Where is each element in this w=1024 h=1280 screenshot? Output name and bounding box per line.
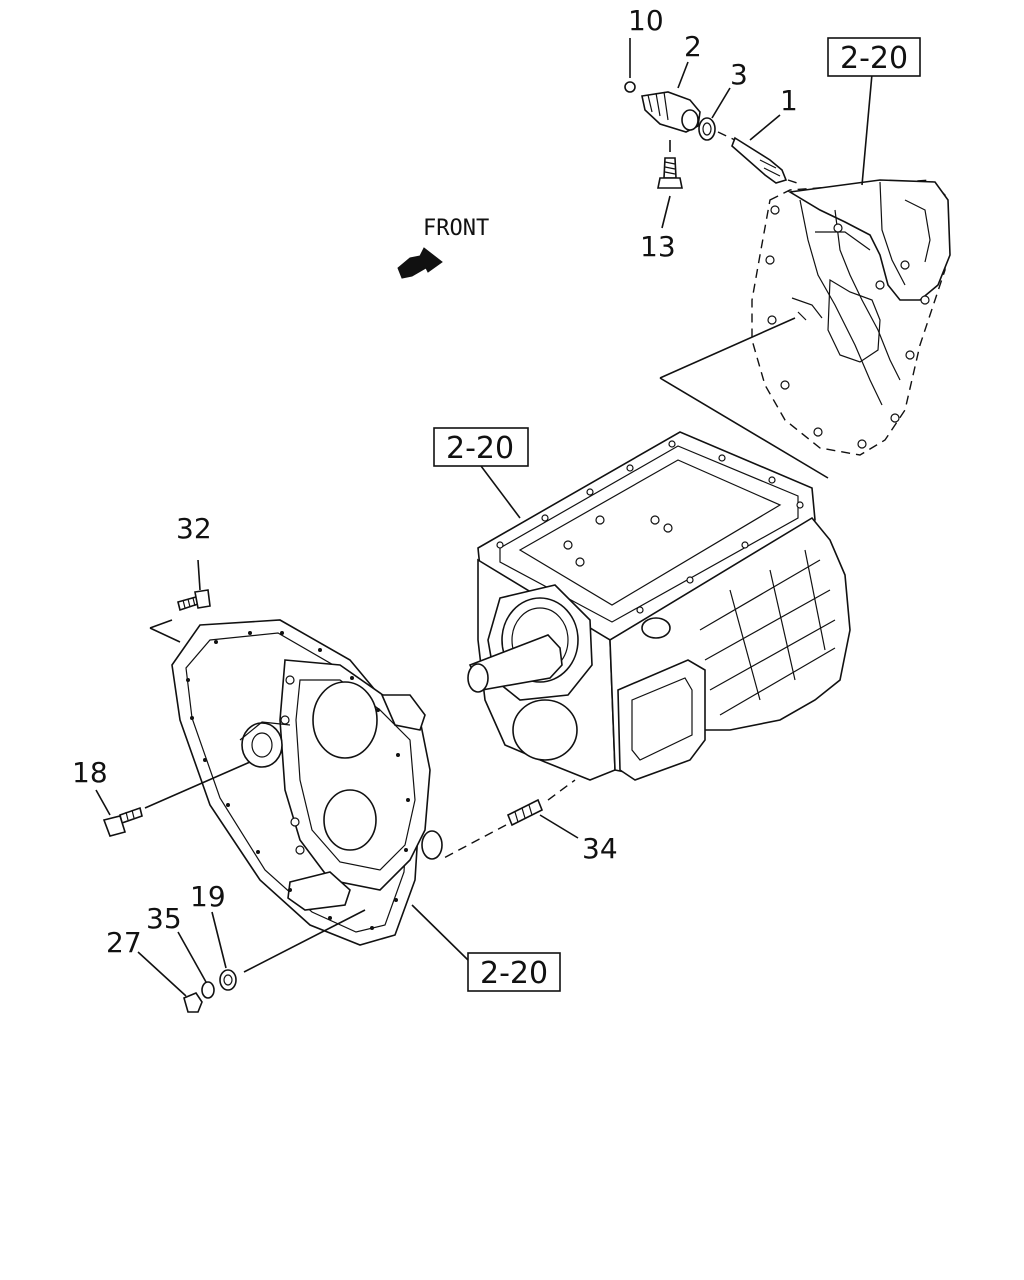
- front-label: FRONT: [423, 216, 489, 241]
- callout-32: 32: [176, 512, 212, 545]
- front-direction-arrow: [397, 247, 443, 279]
- svg-text:2-20: 2-20: [480, 956, 548, 991]
- transmission-case: [467, 431, 851, 781]
- callout-34: 34: [582, 832, 618, 865]
- bolt-32: [177, 589, 211, 612]
- lock-washer-35: [201, 981, 215, 999]
- callout-2: 2: [684, 30, 702, 63]
- callout-35: 35: [146, 902, 182, 935]
- callout-3: 3: [730, 58, 748, 91]
- callout-27: 27: [106, 926, 142, 959]
- svg-text:2-20: 2-20: [446, 431, 514, 466]
- stud-34: [506, 798, 544, 827]
- svg-text:2-20: 2-20: [840, 41, 908, 76]
- callout-1: 1: [780, 84, 798, 117]
- callout-13: 13: [640, 230, 676, 263]
- ref-box-top-right: 2-20: [827, 37, 921, 77]
- callout-18: 18: [72, 756, 108, 789]
- ref-box-bottom: 2-20: [467, 952, 561, 992]
- rear-extension-housing: [751, 179, 951, 456]
- nut-27: [183, 992, 203, 1013]
- callout-10: 10: [628, 4, 664, 37]
- speedometer-sleeve-assembly: [624, 81, 801, 189]
- ref-box-center: 2-20: [433, 427, 529, 467]
- washer-19: [219, 969, 237, 991]
- bolt-18: [102, 806, 143, 837]
- clutch-housing: [171, 619, 443, 946]
- callout-19: 19: [190, 880, 226, 913]
